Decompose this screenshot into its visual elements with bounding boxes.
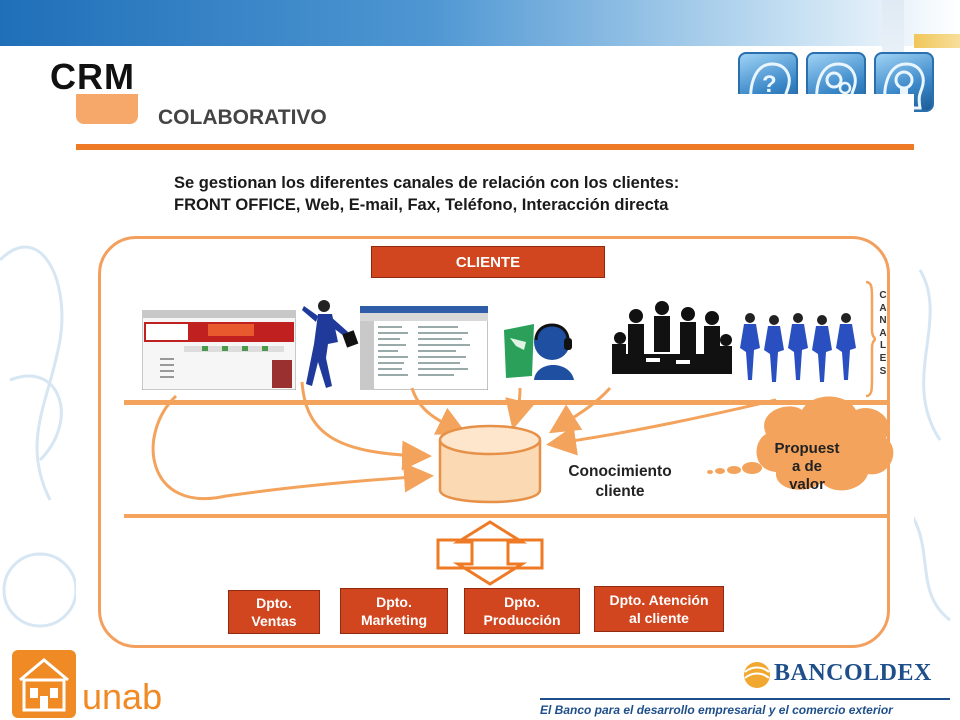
dept-line-1: Dpto. xyxy=(256,595,292,611)
dept-atencion-box: Dpto. Atención al cliente xyxy=(594,586,724,632)
running-businessman-icon xyxy=(302,300,359,388)
running-team-icon xyxy=(740,313,856,382)
headset-operator-icon xyxy=(504,323,574,380)
dept-line-1: Dpto. xyxy=(376,594,412,610)
canales-letter: E xyxy=(879,352,887,364)
header-band xyxy=(0,0,960,46)
dept-marketing-box: Dpto. Marketing xyxy=(340,588,448,634)
bancoldex-logo-text: BANCOLDEX xyxy=(774,660,932,686)
canales-letter: N xyxy=(879,315,887,327)
dept-line-2: Producción xyxy=(483,612,561,628)
canales-letter: A xyxy=(879,327,887,339)
canales-letter: S xyxy=(879,365,887,377)
flow-arrows xyxy=(151,381,894,586)
propuesta-line-3: valor xyxy=(789,476,825,493)
unab-building-icon xyxy=(12,650,76,718)
canales-brace xyxy=(865,280,876,398)
propuesta-line-2: a de xyxy=(791,458,822,475)
unab-logo-text: unab xyxy=(82,676,163,717)
database-cylinder-icon xyxy=(438,424,542,504)
page-title: CRM xyxy=(50,56,135,97)
spreadsheet-window-icon xyxy=(360,306,488,390)
dept-line-2: al cliente xyxy=(629,610,689,626)
conocimiento-line-1: Conocimiento xyxy=(568,463,672,480)
canales-letter: L xyxy=(879,340,887,352)
intro-line-1: Se gestionan los diferentes canales de r… xyxy=(174,174,680,192)
slide-tab-decoration xyxy=(76,94,138,124)
propuesta-line-1: Propuest xyxy=(774,440,840,457)
slide-heading-rule xyxy=(76,144,914,150)
cliente-box: CLIENTE xyxy=(371,246,605,278)
svg-text:?: ? xyxy=(762,71,777,98)
conocimiento-line-2: cliente xyxy=(595,483,645,500)
bancoldex-sphere-icon xyxy=(744,662,770,688)
web-page-icon xyxy=(142,310,296,390)
thought-cloud-icon xyxy=(707,396,894,491)
meeting-group-icon xyxy=(606,294,738,386)
canales-letter: C xyxy=(879,290,887,301)
slide-content: COLABORATIVO Se gestionan los diferentes… xyxy=(76,94,914,660)
dept-ventas-box: Dpto. Ventas xyxy=(228,590,320,634)
footer-rule xyxy=(540,698,950,700)
dept-line-2: Marketing xyxy=(360,612,428,628)
header-accent-bar xyxy=(914,34,960,48)
dept-line-1: Dpto. Atención xyxy=(609,592,709,608)
slide-heading: COLABORATIVO xyxy=(158,106,327,129)
canales-letter: A xyxy=(879,302,887,314)
conocimiento-label: Conocimiento cliente xyxy=(554,462,686,502)
intro-text: Se gestionan los diferentes canales de r… xyxy=(174,172,679,216)
departments-band xyxy=(124,514,890,518)
footer-slogan: El Banco para el desarrollo empresarial … xyxy=(540,703,893,717)
propuesta-label: Propuest a de valor xyxy=(762,440,852,494)
dept-line-1: Dpto. xyxy=(504,594,540,610)
canales-label: C A N A L E S xyxy=(876,290,890,378)
intro-line-2: FRONT OFFICE, Web, E-mail, Fax, Teléfono… xyxy=(174,196,669,214)
dept-produccion-box: Dpto. Producción xyxy=(464,588,580,634)
dept-line-2: Ventas xyxy=(251,613,297,629)
double-arrow-icon xyxy=(436,520,544,586)
